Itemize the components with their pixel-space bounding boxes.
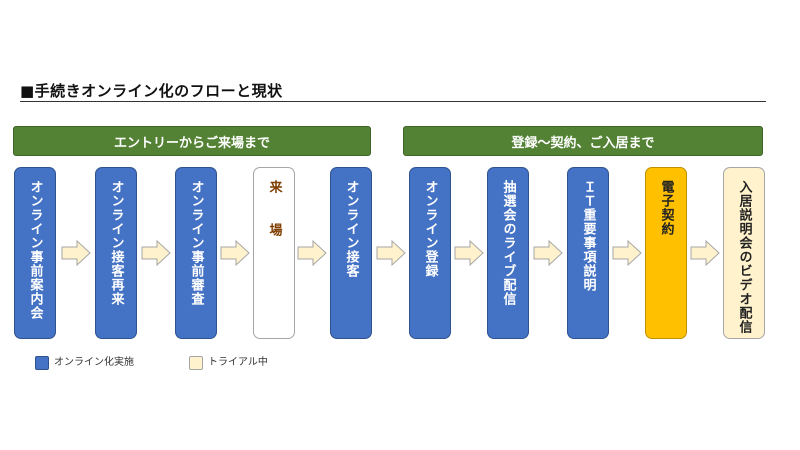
step-online-revisit: オンライン接客再来 <box>95 167 137 339</box>
legend-label-online: オンライン化実施 <box>54 357 134 368</box>
step-label: 入居説明会のビデオ配信 <box>736 180 752 334</box>
flow-arrow-icon <box>61 240 91 266</box>
title-divider <box>20 101 766 102</box>
flow-arrow-icon <box>220 240 250 266</box>
flow-arrow-icon <box>533 240 563 266</box>
legend-swatch-online <box>35 356 49 370</box>
phase-banner-contract: 登録～契約、ご入居まで <box>403 126 763 156</box>
flow-arrow-icon <box>454 240 484 266</box>
step-label: オンライン事前案内会 <box>27 180 43 320</box>
step-it-explanation: ＩＴ重要事項説明 <box>567 167 609 339</box>
phase-banner-entry: エントリーからご来場まで <box>13 126 371 156</box>
step-label: ＩＴ重要事項説明 <box>580 180 596 292</box>
flow-arrow-icon <box>376 240 406 266</box>
step-visit: 来場 <box>253 167 295 339</box>
step-lottery-live-stream: 抽選会のライブ配信 <box>487 167 529 339</box>
legend-swatch-trial <box>189 356 203 370</box>
step-e-contract: 電子契約 <box>645 167 687 339</box>
step-label: オンライン事前審査 <box>188 180 204 306</box>
step-label: オンライン登録 <box>422 180 438 278</box>
step-online-reception: オンライン接客 <box>330 167 372 339</box>
step-online-registration: オンライン登録 <box>409 167 451 339</box>
step-online-pre-briefing: オンライン事前案内会 <box>14 167 56 339</box>
step-label: 来場 <box>266 180 282 266</box>
step-label: オンライン接客 <box>343 180 359 278</box>
flow-arrow-icon <box>297 240 327 266</box>
step-label: 電子契約 <box>658 180 674 236</box>
step-label: オンライン接客再来 <box>108 180 124 306</box>
page-title: ■手続きオンライン化のフローと現状 <box>20 82 283 100</box>
step-label: 抽選会のライブ配信 <box>500 180 516 306</box>
step-online-pre-screening: オンライン事前審査 <box>175 167 217 339</box>
step-move-in-video: 入居説明会のビデオ配信 <box>723 167 765 339</box>
flow-arrow-icon <box>141 240 171 266</box>
legend-label-trial: トライアル中 <box>208 357 268 368</box>
flow-arrow-icon <box>690 240 720 266</box>
flow-arrow-icon <box>612 240 642 266</box>
